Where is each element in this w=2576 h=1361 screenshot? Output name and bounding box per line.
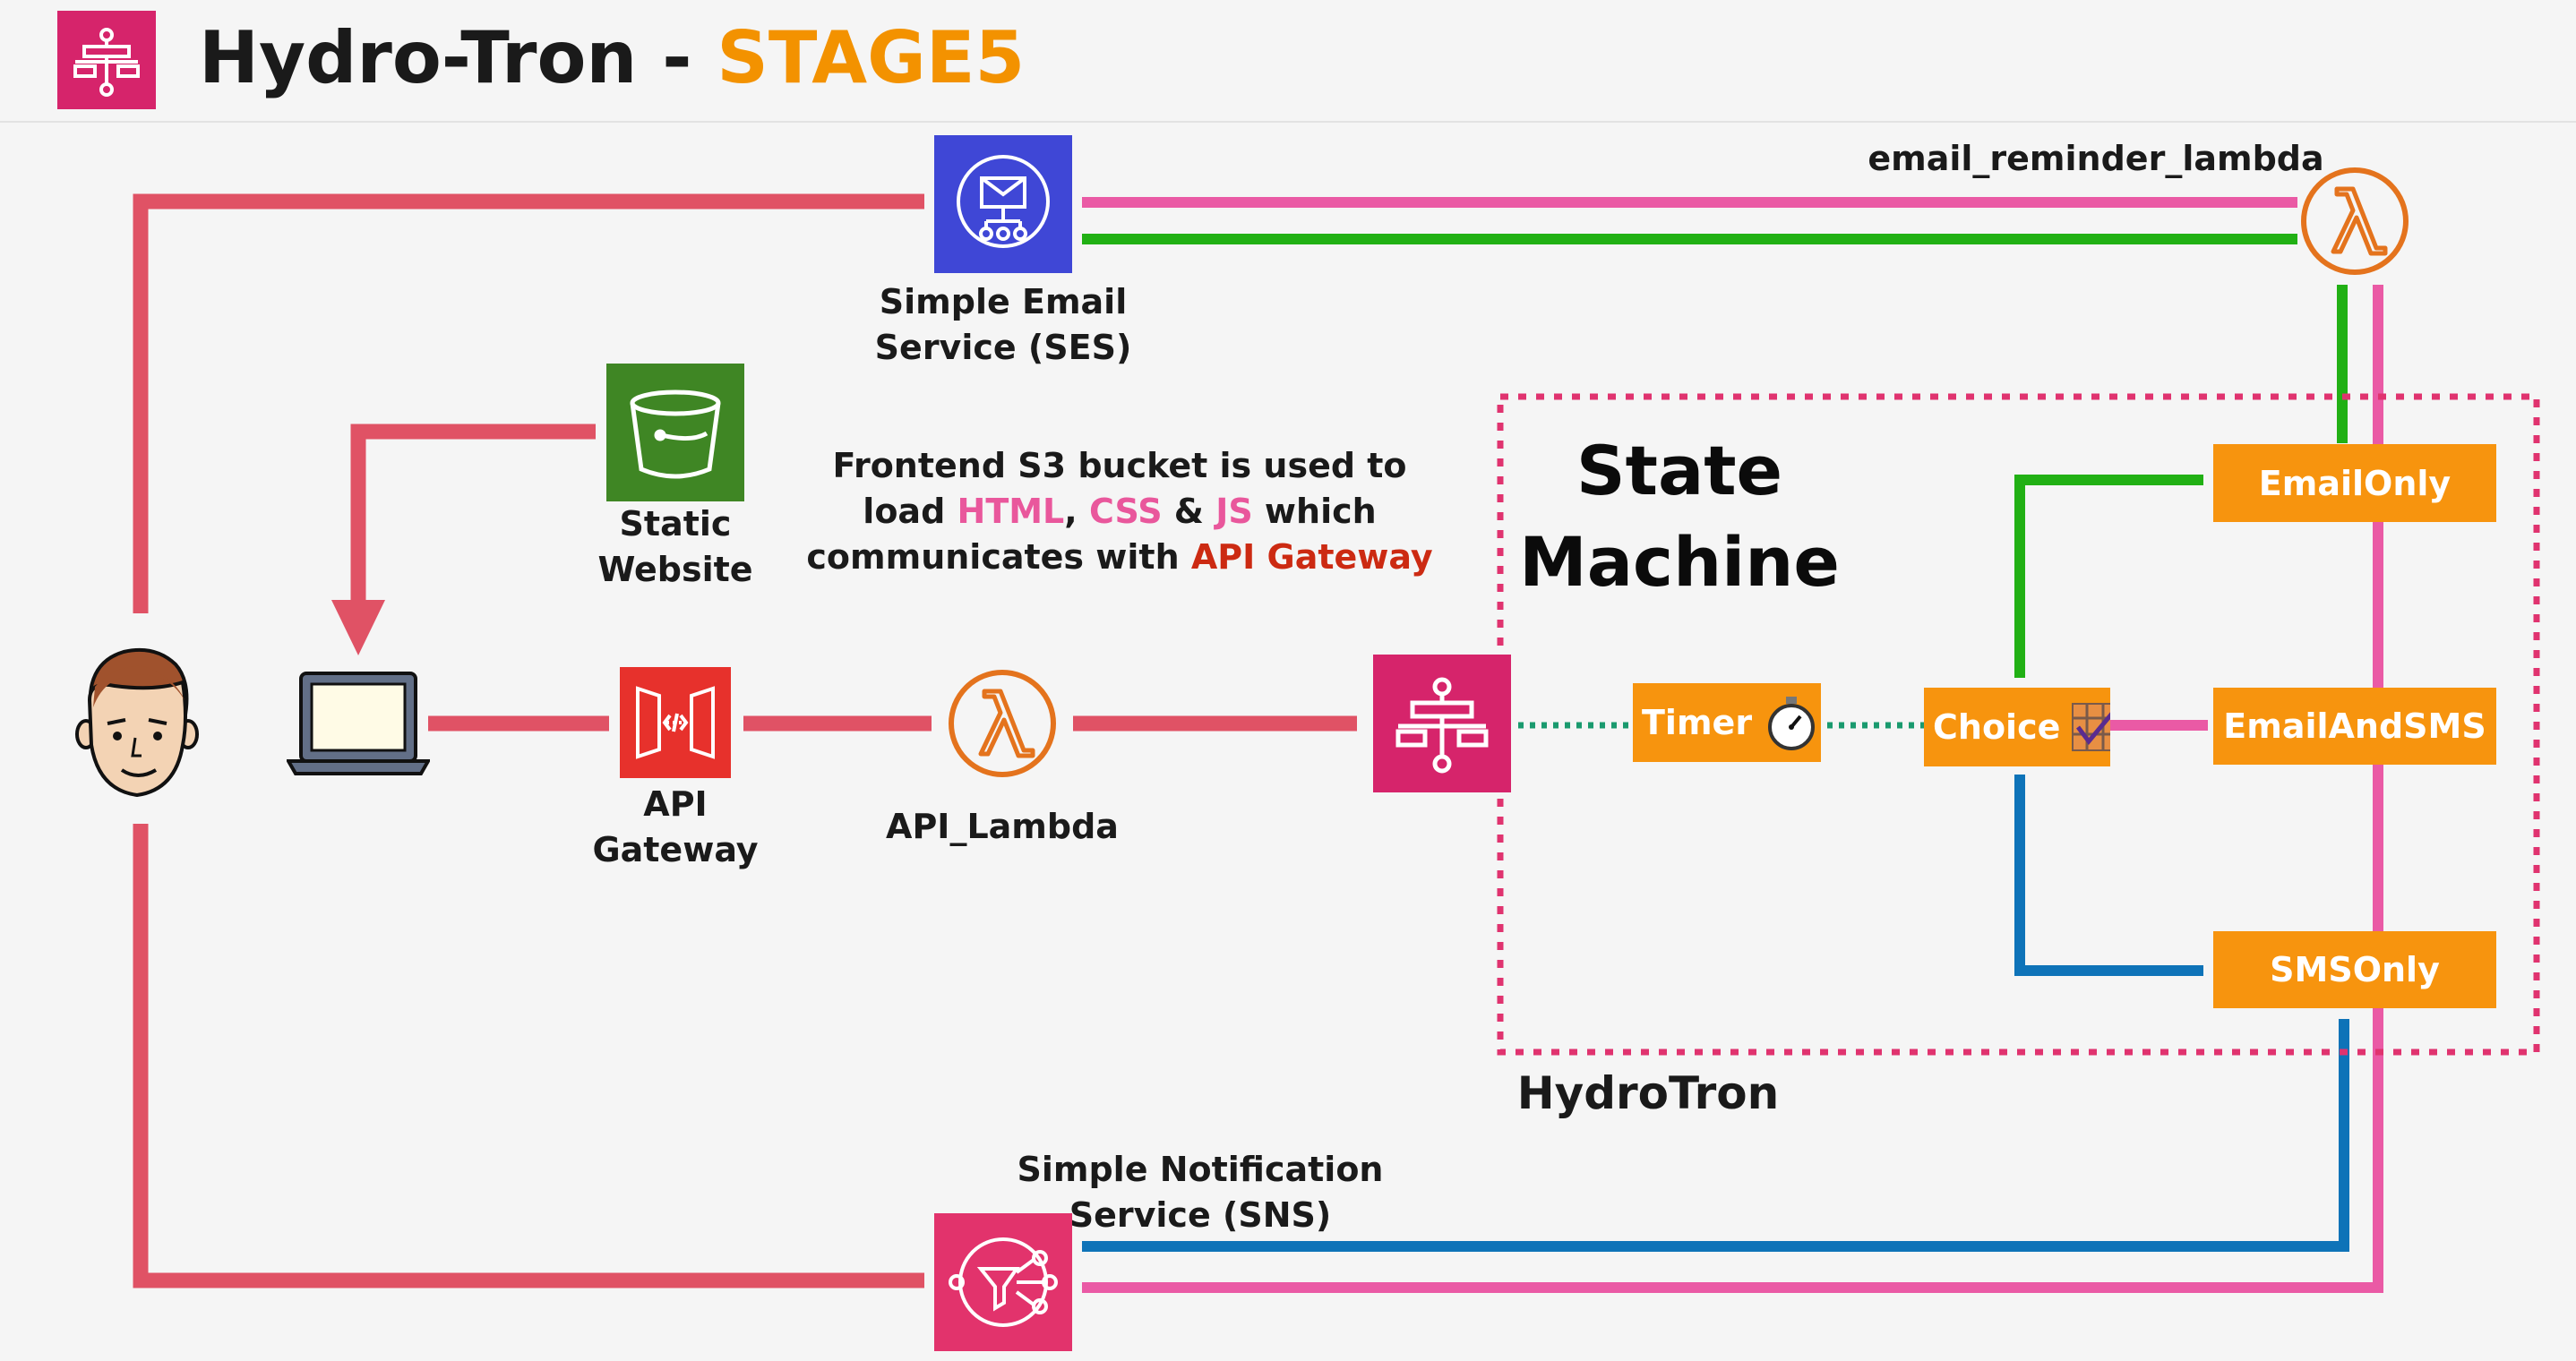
stage-label: STAGE5 [717,16,1026,99]
header-rule [0,121,2576,123]
page-title: Hydro-Tron - STAGE5 [199,16,1026,99]
state-timer: Timer [1633,683,1821,762]
user-avatar-icon [75,647,199,798]
state-email-only: EmailOnly [2213,444,2496,522]
state-machine-container [1497,393,2540,1056]
choice-to-smsonly-blue [2014,775,2203,976]
step-functions-icon [57,11,156,109]
reminder-lambda-label: email_reminder_lambda [1868,139,2324,178]
stopwatch-icon [1768,697,1816,750]
user-to-sns-line [133,824,924,1288]
s3-bucket-icon [606,364,744,501]
lambda-icon [949,670,1056,777]
smsonly-to-sns-blue [1082,1019,2349,1252]
laptop-icon [287,672,430,775]
hydrotron-label: HydroTron [1516,1067,1780,1119]
state-sms-only: SMSOnly [2213,931,2496,1008]
state-email-and-sms: EmailAndSMS [2213,688,2496,765]
api-lambda-label: API_Lambda [886,807,1119,846]
sns-icon [934,1213,1072,1351]
state-choice: Choice [1924,688,2110,766]
reminder-lambda-icon [2301,167,2409,275]
choice-to-emailonly-green [2014,475,2203,678]
frontend-note: Frontend S3 bucket is used to load HTML,… [806,446,1433,577]
choice-grid-icon [2072,703,2110,751]
s3-to-laptop-line [350,424,596,609]
state-machine-icon [1373,655,1511,792]
s3-to-laptop-arrowhead [331,600,385,655]
ses-envelope-icon [934,135,1072,273]
user-to-ses-line [133,193,924,613]
api-gateway-icon [620,667,731,778]
